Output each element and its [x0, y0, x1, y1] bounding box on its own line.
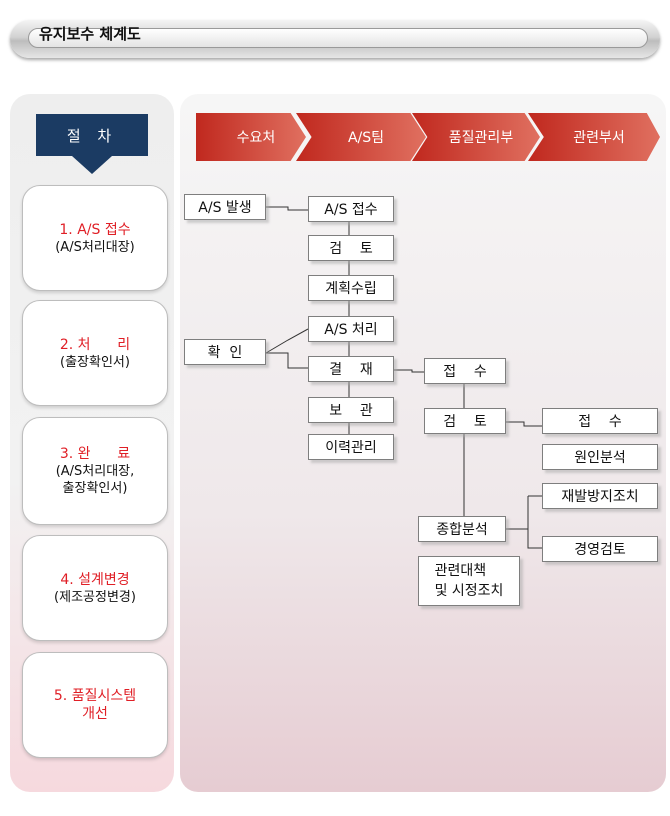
- step-1-title: 1. A/S 접수: [59, 221, 131, 238]
- line-review-to-rel-receive: [506, 421, 542, 427]
- node-history: 이력관리: [308, 434, 394, 460]
- title-bar: [10, 20, 660, 58]
- node-review: 검 토: [308, 235, 394, 261]
- step-2-title: 2. 처 리: [59, 336, 131, 353]
- line-process-to-confirm: [265, 328, 309, 354]
- line-branch-vertical: [527, 496, 542, 549]
- column-header-as-team: A/S팀: [296, 113, 426, 161]
- node-measures: 관련대책 및 시정조치: [418, 556, 520, 606]
- node-prevent: 재발방지조치: [542, 483, 658, 509]
- procedure-arrow-icon: [72, 156, 112, 174]
- column-header-customer: 수요처: [196, 113, 306, 161]
- node-plan: 계획수립: [308, 275, 394, 301]
- step-1: 1. A/S 접수 (A/S처리대장): [22, 185, 168, 291]
- line-confirm-to-approve: [266, 352, 308, 369]
- column-header-customer-label: 수요처: [236, 130, 276, 146]
- node-store: 보 관: [308, 397, 394, 423]
- step-4: 4. 설계변경 (제조공정변경): [22, 535, 168, 641]
- node-qa-review: 검 토: [424, 408, 506, 434]
- node-approve: 결 재: [308, 356, 394, 382]
- node-mgmt-review: 경영검토: [542, 536, 658, 562]
- step-3-subtitle: (A/S처리대장, 출장확인서): [55, 464, 135, 496]
- node-as-receive: A/S 접수: [308, 196, 394, 222]
- step-3: 3. 완 료 (A/S처리대장, 출장확인서): [22, 417, 168, 525]
- column-header-as-team-label: A/S팀: [347, 130, 385, 146]
- column-header-quality-label: 품질관리부: [448, 130, 514, 146]
- step-2: 2. 처 리 (출장확인서): [22, 300, 168, 406]
- step-2-subtitle: (출장확인서): [60, 354, 130, 370]
- line-occur-to-receive: [266, 206, 308, 211]
- column-header-related-label: 관련부서: [573, 130, 625, 146]
- procedure-header: 절 차: [36, 114, 148, 156]
- column-header-related: 관련부서: [528, 113, 660, 161]
- line-approve-to-qa-receive: [394, 369, 424, 373]
- node-rel-receive: 접 수: [542, 408, 658, 434]
- step-4-title: 4. 설계변경: [60, 571, 130, 588]
- step-5: 5. 품질시스템 개선: [22, 652, 168, 758]
- step-3-title: 3. 완 료: [59, 446, 131, 462]
- step-1-subtitle: (A/S처리대장): [55, 239, 135, 255]
- title-bar-inner: [28, 28, 648, 48]
- node-qa-receive: 접 수: [424, 358, 506, 384]
- node-as-process: A/S 처리: [308, 316, 394, 342]
- node-confirm: 확 인: [184, 339, 266, 365]
- column-header-quality: 품질관리부: [412, 113, 540, 161]
- page-title: 유지보수 체계도: [39, 25, 141, 43]
- node-cause: 원인분석: [542, 444, 658, 470]
- step-4-subtitle: (제조공정변경): [54, 589, 136, 605]
- node-analysis: 종합분석: [418, 516, 506, 542]
- node-as-occur: A/S 발생: [184, 194, 266, 220]
- step-5-title: 5. 품질시스템 개선: [53, 688, 137, 722]
